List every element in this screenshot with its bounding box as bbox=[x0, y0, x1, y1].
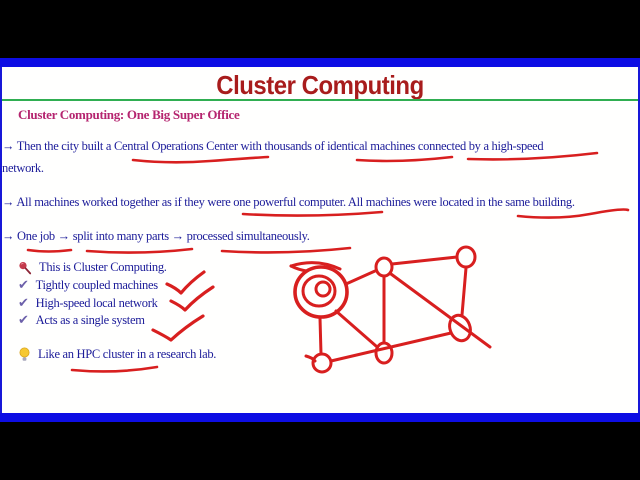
checklist-item-label: Tightly coupled machines bbox=[35, 278, 159, 292]
check-icon: ✔ bbox=[18, 313, 29, 328]
checklist-item-label: Acts as a single system bbox=[35, 313, 145, 327]
header-divider-line bbox=[2, 99, 638, 101]
slide-subtitle: Cluster Computing: One Big Super Office bbox=[18, 107, 240, 122]
tip-label: Like an HPC cluster in a research lab. bbox=[38, 347, 217, 361]
check-icon: ✔ bbox=[18, 278, 29, 293]
top-blue-accent-bar bbox=[0, 58, 640, 67]
page-title: Cluster Computing bbox=[216, 70, 424, 100]
checklist-item-1: ✔ Tightly coupled machines bbox=[18, 278, 158, 293]
checklist-item-label: This is Cluster Computing. bbox=[39, 260, 167, 274]
bullet-1-line-1: → Then the city built a Central Operatio… bbox=[2, 139, 544, 153]
bullet-1-line-2: network. bbox=[2, 161, 44, 175]
checklist-item-pin: This is Cluster Computing. bbox=[18, 260, 167, 275]
checklist-item-3: ✔ Acts as a single system bbox=[18, 313, 145, 328]
bullet-3: → One job → split into many parts → proc… bbox=[2, 229, 310, 243]
checklist-item-2: ✔ High-speed local network bbox=[18, 296, 158, 311]
pushpin-icon bbox=[19, 261, 32, 274]
bottom-blue-accent-bar bbox=[0, 413, 640, 422]
top-letterbox-bar bbox=[0, 0, 640, 57]
checklist-item-label: High-speed local network bbox=[35, 296, 158, 310]
slide-content-area: Cluster Computing Cluster Computing: One… bbox=[0, 67, 640, 413]
lightbulb-icon bbox=[19, 347, 30, 361]
check-icon: ✔ bbox=[18, 296, 29, 311]
tip-row: Like an HPC cluster in a research lab. bbox=[18, 347, 216, 362]
bottom-letterbox-bar bbox=[0, 422, 640, 480]
bullet-2: → All machines worked together as if the… bbox=[2, 195, 575, 209]
